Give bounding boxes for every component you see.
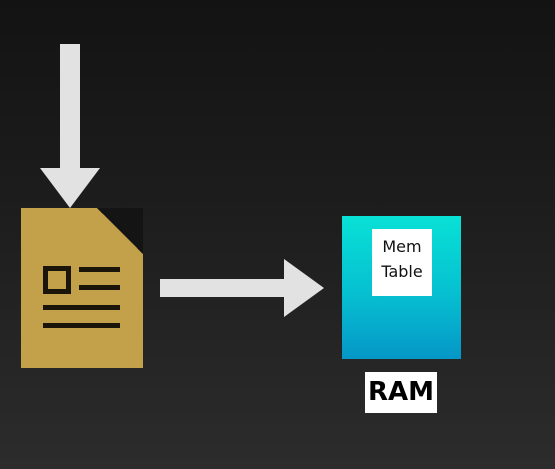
memtable-block: Mem Table: [342, 216, 461, 359]
arrow-right-icon: [160, 259, 324, 317]
document-line-2: [79, 285, 120, 290]
ram-label: RAM: [365, 372, 437, 413]
arrow-down-icon: [40, 44, 100, 208]
arrow-right-shape: [160, 259, 324, 317]
document-fold: [103, 214, 137, 248]
document-icon: [21, 208, 143, 368]
document-image-box: [43, 266, 71, 294]
memtable-label-line-2: Table: [381, 262, 423, 281]
arrow-down-shape: [40, 44, 100, 208]
document-line-4: [43, 323, 120, 328]
memtable-label: Mem Table: [372, 229, 432, 296]
memtable-label-line-1: Mem: [382, 237, 422, 256]
document-line-3: [43, 305, 120, 310]
document-line-1: [79, 267, 120, 272]
